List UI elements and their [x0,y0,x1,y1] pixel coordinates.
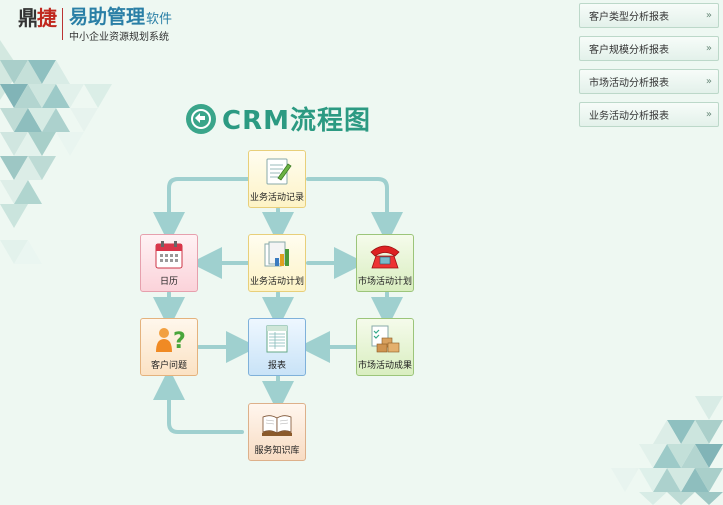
node-label: 业务活动记录 [249,193,304,203]
node-label: 日历 [159,277,178,287]
node-knowledge-base[interactable]: 服务知识库 [248,403,306,461]
node-label: 市场活动计划 [357,277,412,287]
node-label: 业务活动计划 [249,277,304,287]
notepad-pencil-icon [266,158,292,185]
node-market-plan[interactable]: 市场活动计划 [356,234,414,292]
logo-mark-left: 鼎 [18,6,38,30]
chevron-down-icon: » [705,43,712,54]
node-market-result[interactable]: 市场活动成果 [356,318,414,376]
boxes-checklist-icon [371,325,400,353]
node-label: 市场活动成果 [357,361,412,371]
documents-chart-icon [264,241,289,267]
product-suffix: 软件 [146,12,173,27]
back-arrow-icon [191,108,211,129]
page-title: CRM流程图 [186,100,371,137]
person-question-icon: ? [156,328,186,354]
brand-logo: 鼎 捷 易助管理软件 中小企业资源规划系统 [18,6,173,43]
node-report[interactable]: 报表 [248,318,306,376]
node-label: 客户问题 [150,361,187,371]
report-menu: 客户类型分析报表 » 客户规模分析报表 » 市场活动分析报表 » 业务活动分析报… [579,3,719,135]
menu-item-label: 业务活动分析报表 [589,111,669,122]
page-title-text: CRM流程图 [222,106,371,136]
back-button[interactable] [186,103,216,134]
report-sheet-icon [266,325,288,353]
node-label: 报表 [267,361,286,371]
chevron-down-icon: » [705,10,712,21]
product-subtitle: 中小企业资源规划系统 [69,32,169,43]
calendar-icon [155,241,183,269]
chevron-down-icon: » [705,76,712,87]
menu-item-label: 市场活动分析报表 [589,78,669,89]
menu-item-label: 客户类型分析报表 [589,12,669,23]
product-name: 易助管理软件 [69,6,173,28]
telephone-icon [370,245,400,269]
node-customer-issue[interactable]: ? 客户问题 [140,318,198,376]
menu-item-market-activity-report[interactable]: 市场活动分析报表 » [579,69,719,94]
menu-item-customer-scale-report[interactable]: 客户规模分析报表 » [579,36,719,61]
node-activity-plan[interactable]: 业务活动计划 [248,234,306,292]
open-book-icon [262,415,292,436]
node-label: 服务知识库 [254,446,300,456]
chevron-down-icon: » [705,109,712,120]
node-activity-record[interactable]: 业务活动记录 [248,150,306,208]
node-calendar[interactable]: 日历 [140,234,198,292]
menu-item-business-activity-report[interactable]: 业务活动分析报表 » [579,102,719,127]
logo-mark-right: 捷 [37,6,57,30]
logo-divider [62,8,63,40]
svg-text:?: ? [173,329,186,354]
menu-item-customer-type-report[interactable]: 客户类型分析报表 » [579,3,719,28]
menu-item-label: 客户规模分析报表 [589,45,669,56]
